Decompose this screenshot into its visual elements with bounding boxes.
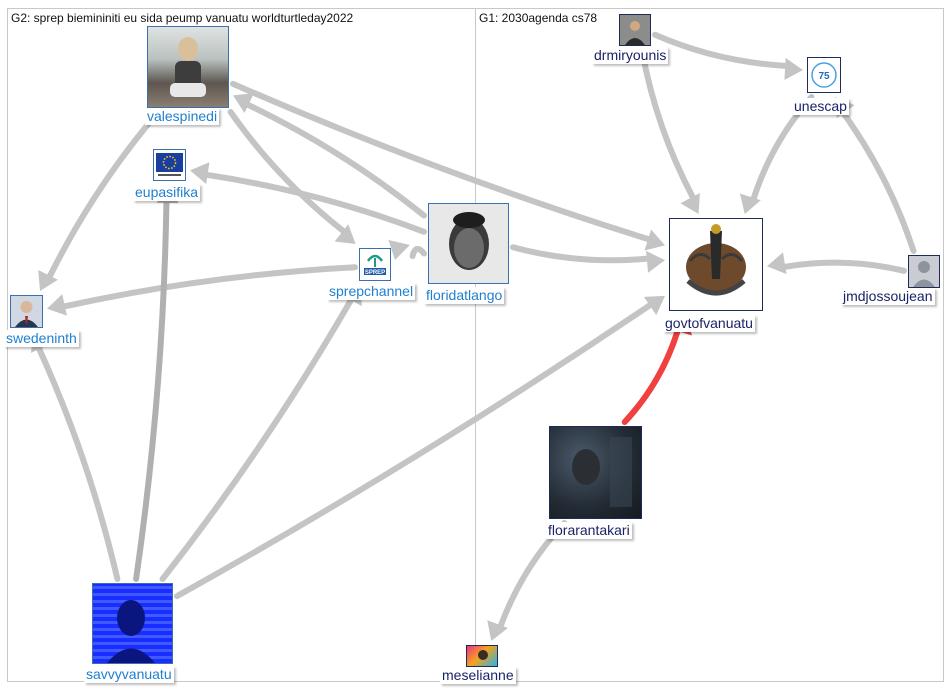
node-savvyvanuatu[interactable] — [92, 583, 173, 664]
node-swedeninth[interactable] — [10, 295, 43, 328]
arrowhead-floridatlango-to-govtofvanuatu — [646, 250, 665, 273]
eu-flag-avatar — [153, 149, 186, 181]
arrowhead-unescap-to-govtofvanuatu — [739, 193, 761, 214]
arrowhead-florarantakari-to-meselianne — [487, 620, 508, 641]
group-title-g2: G2: sprep biemininiti eu sida peump vanu… — [11, 11, 354, 25]
edge-sprepchannel-to-swedeninth — [61, 264, 358, 310]
man-photo-avatar — [619, 14, 651, 46]
node-meselianne[interactable] — [466, 645, 498, 667]
edge-savvyvanuatu-to-swedeninth — [36, 346, 121, 582]
edge-jmdjossoujean-to-unescap — [840, 110, 917, 254]
edge-savvyvanuatu-to-sprepchannel — [159, 296, 355, 582]
dark-portrait-avatar — [549, 426, 642, 519]
edge-drmiryounis-to-unescap — [652, 31, 789, 69]
group-box-g1 — [475, 8, 944, 682]
label-swedeninth: swedeninth — [4, 330, 79, 347]
escap-75-logo-avatar: 75 — [807, 57, 841, 93]
arrowhead-sprepchannel-to-swedeninth — [47, 294, 67, 316]
edge-savvyvanuatu-to-eupasifika — [133, 199, 170, 582]
blue-portrait-avatar — [92, 583, 173, 664]
arrowhead-jmdjossoujean-to-govtofvanuatu — [767, 252, 787, 275]
label-unescap: unescap — [792, 98, 849, 115]
arrowhead-valespinedi-to-govtofvanuatu — [644, 229, 665, 251]
arrowhead-savvyvanuatu-to-govtofvanuatu — [643, 295, 665, 316]
arrowhead-valespinedi-to-swedeninth — [38, 269, 58, 291]
edge-floridatlango-to-govtofvanuatu — [510, 244, 651, 264]
edge-drmiryounis-to-govtofvanuatu — [638, 47, 696, 200]
label-jmdjossoujean: jmdjossoujean — [841, 288, 935, 305]
edge-floridatlango-to-sprepchannel — [409, 245, 427, 260]
vanuatu-emblem-avatar — [669, 218, 763, 311]
svg-text:SPREP: SPREP — [365, 270, 385, 276]
edge-floridatlango-to-valespinedi — [245, 101, 427, 219]
arrowhead-floridatlango-to-sprepchannel — [388, 239, 410, 261]
edge-valespinedi-to-sprepchannel — [227, 109, 347, 234]
edge-valespinedi-to-swedeninth — [46, 109, 162, 279]
label-drmiryounis: drmiryounis — [592, 47, 669, 64]
arrowhead-floridatlango-to-valespinedi — [233, 93, 254, 114]
arrowhead-floridatlango-to-eupasifika — [190, 162, 210, 184]
group-title-g1: G1: 2030agenda cs78 — [479, 11, 598, 25]
woman-photo-avatar — [147, 26, 229, 108]
edge-jmdjossoujean-to-govtofvanuatu — [781, 259, 907, 274]
node-drmiryounis[interactable] — [619, 14, 651, 46]
label-govtofvanuatu: govtofvanuatu — [663, 315, 755, 332]
edge-savvyvanuatu-to-govtofvanuatu — [174, 302, 653, 600]
edge-florarantakari-to-govtofvanuatu — [621, 327, 681, 425]
label-florarantakari: florarantakari — [546, 522, 632, 539]
node-unescap[interactable]: 75 — [807, 57, 841, 93]
portrait-avatar — [428, 203, 509, 284]
edge-valespinedi-to-govtofvanuatu — [230, 80, 652, 243]
label-eupasifika: eupasifika — [133, 184, 201, 201]
node-sprepchannel[interactable]: SPREP — [359, 248, 391, 281]
arrowhead-drmiryounis-to-unescap — [784, 57, 803, 80]
sprep-logo-avatar: SPREP — [359, 248, 391, 281]
label-valespinedi: valespinedi — [145, 108, 220, 125]
node-eupasifika[interactable] — [153, 149, 186, 181]
default-person-avatar — [908, 255, 940, 288]
node-floridatlango[interactable] — [428, 203, 509, 284]
arrowhead-drmiryounis-to-govtofvanuatu — [680, 192, 700, 214]
man-in-suit-avatar — [10, 295, 43, 328]
node-jmdjossoujean[interactable] — [908, 255, 940, 288]
edge-floridatlango-to-eupasifika — [204, 171, 427, 235]
arrowhead-valespinedi-to-sprepchannel — [334, 224, 356, 244]
label-savvyvanuatu: savvyvanuatu — [84, 666, 174, 683]
label-meselianne: meselianne — [440, 667, 516, 684]
colorful-photo-avatar — [466, 645, 498, 667]
node-valespinedi[interactable] — [147, 26, 229, 108]
node-florarantakari[interactable] — [549, 426, 642, 519]
label-sprepchannel: sprepchannel — [327, 283, 416, 300]
svg-text:75: 75 — [818, 71, 830, 82]
node-govtofvanuatu[interactable] — [669, 218, 763, 311]
label-floridatlango: floridatlango — [424, 287, 505, 304]
